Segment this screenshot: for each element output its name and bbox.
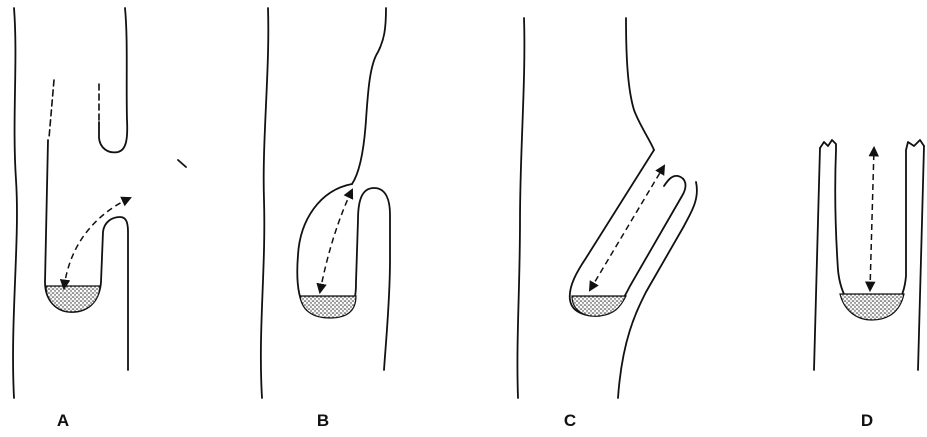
panel-c-left-wall xyxy=(517,18,524,398)
panel-a-arrow xyxy=(64,198,130,288)
panel-a-left-wall xyxy=(13,8,17,398)
panel-label-a: A xyxy=(43,411,83,431)
panel-c-arrow xyxy=(590,166,664,290)
panel-label-c: C xyxy=(550,411,590,431)
panel-a-inner-tube xyxy=(45,140,128,370)
panel-a xyxy=(13,8,186,398)
panel-a-left-dashed xyxy=(49,80,54,138)
panel-b-arrow xyxy=(320,190,352,292)
panel-label-b: B xyxy=(303,411,343,431)
panel-a-tick xyxy=(178,160,186,167)
panel-d xyxy=(814,140,924,370)
panel-b-fluid xyxy=(300,296,356,318)
panel-c-right-wall-lower xyxy=(618,182,697,398)
panel-d-outer-right xyxy=(918,146,924,370)
panel-a-fluid xyxy=(46,286,100,312)
panel-d-fluid xyxy=(840,294,904,320)
panel-b-left-wall xyxy=(261,8,268,398)
panel-c-right-wall-upper xyxy=(626,18,654,150)
panel-a-upper-wall xyxy=(99,8,127,152)
panel-b-flask xyxy=(297,184,390,370)
panel-d-arrow xyxy=(870,148,874,290)
panel-b-right-wall-upper xyxy=(352,8,386,184)
panel-b xyxy=(261,8,390,398)
panel-c-tube xyxy=(570,150,686,315)
panel-d-outer-left xyxy=(814,148,820,370)
panel-c xyxy=(517,18,696,398)
panel-label-d: D xyxy=(847,411,887,431)
